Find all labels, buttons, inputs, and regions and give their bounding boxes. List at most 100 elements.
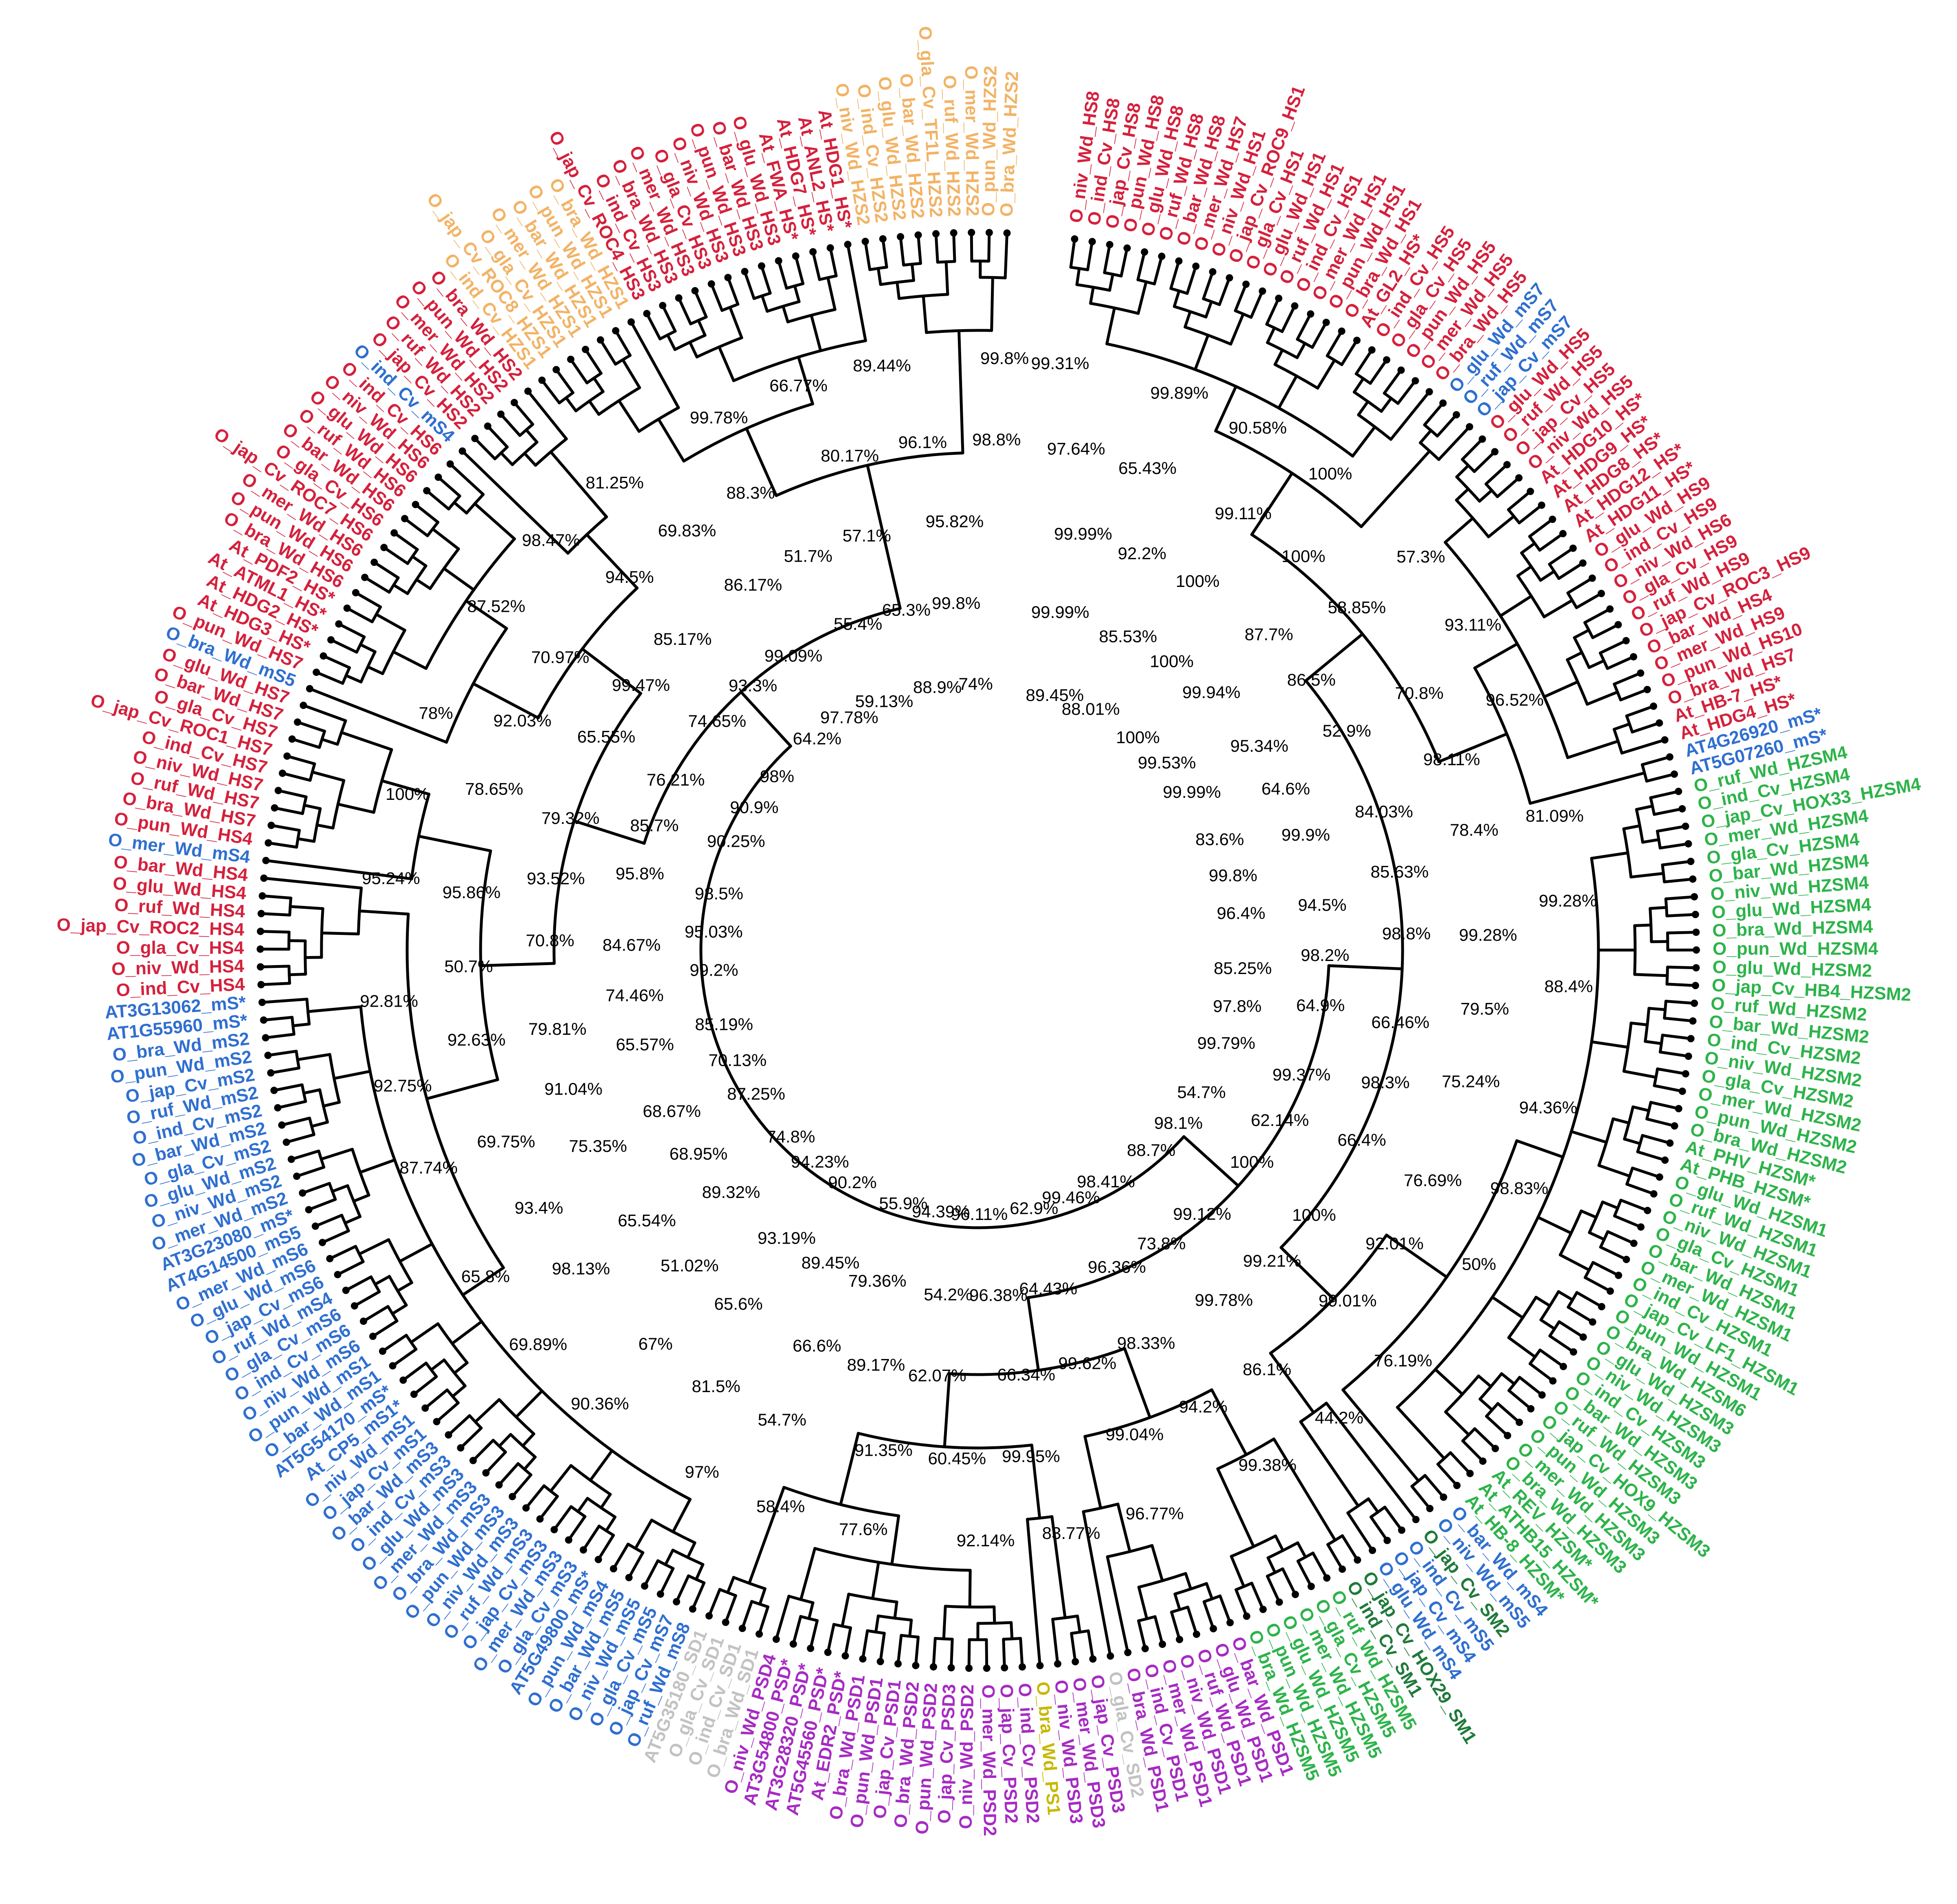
tree-branch	[1507, 1336, 1537, 1359]
tree-branch	[1173, 1592, 1181, 1611]
tip-node	[257, 928, 264, 935]
tree-branch	[1597, 1164, 1631, 1178]
tree-branch	[881, 237, 888, 269]
tip-node	[1466, 423, 1474, 431]
tree-branch	[896, 1634, 903, 1665]
tree-branch	[621, 358, 641, 389]
tree-branch	[497, 1462, 520, 1486]
tip-node	[1479, 1457, 1487, 1465]
support-value: 79.32%	[541, 808, 599, 828]
tree-branch	[1172, 289, 1181, 308]
support-value: 99.99%	[1031, 602, 1089, 622]
tip-node	[1615, 1271, 1622, 1279]
tip-node	[288, 735, 296, 743]
tree-branch	[1311, 321, 1328, 349]
support-value: 65.6%	[714, 1294, 763, 1313]
tip-node	[1691, 999, 1698, 1007]
support-value: 98.5%	[695, 884, 743, 903]
tip-node	[1637, 669, 1645, 677]
tree-branch	[285, 1133, 315, 1144]
tip-node	[1515, 474, 1523, 482]
tree-branch	[320, 738, 339, 746]
support-value: 51.7%	[784, 546, 832, 565]
tip-node	[433, 1418, 441, 1426]
tip-node	[930, 1663, 937, 1671]
tree-branch	[699, 744, 1186, 1229]
support-value: 98.33%	[1117, 1333, 1175, 1353]
leaf-label: O_mer_Wd_PSD2	[978, 1685, 1000, 1836]
tree-branch	[314, 1213, 344, 1228]
tree-branch	[553, 1505, 573, 1531]
support-value: 84.67%	[603, 935, 660, 954]
tree-branch	[266, 1049, 298, 1057]
tree-branch	[320, 931, 360, 936]
tree-branch	[809, 1619, 819, 1650]
tip-node	[1124, 1649, 1132, 1656]
tree-branch	[1103, 243, 1111, 274]
tree-branch	[262, 1016, 294, 1022]
tip-node	[1661, 736, 1669, 744]
support-value: 85.63%	[1370, 862, 1428, 881]
tip-node	[294, 718, 301, 726]
support-value: 99.28%	[1539, 891, 1597, 910]
support-value: 64.43%	[1019, 1279, 1077, 1298]
tip-node	[334, 1271, 341, 1278]
tip-node	[1478, 435, 1486, 443]
support-value: 98.3%	[1361, 1073, 1410, 1092]
tip-node	[1106, 1652, 1114, 1660]
support-value: 96.52%	[1486, 690, 1544, 709]
tree-branch	[451, 1384, 467, 1398]
tip-node	[1338, 328, 1345, 335]
tree-branch	[1137, 1585, 1148, 1621]
tree-branch	[371, 1320, 399, 1338]
tree-branch	[391, 1304, 408, 1315]
support-value: 57.1%	[842, 526, 891, 545]
tree-branch	[743, 270, 756, 300]
tree-branch	[1076, 1614, 1082, 1634]
tree-branch	[605, 1515, 617, 1532]
tip-node	[775, 257, 782, 265]
tip-node	[582, 345, 590, 353]
tree-branch	[1281, 304, 1297, 333]
tree-branch	[585, 533, 639, 590]
tree-branch	[1529, 771, 1646, 805]
tree-branch	[599, 338, 617, 366]
tip-node	[707, 280, 715, 288]
tree-branch	[1186, 265, 1197, 295]
support-value: 79.5%	[1461, 999, 1509, 1018]
support-value: 98.13%	[552, 1259, 610, 1278]
leaf-label: O_niv_Wd_PSD2	[956, 1684, 978, 1829]
tree-branch	[1437, 732, 1508, 763]
tree-branch	[1184, 1572, 1192, 1591]
tip-node	[1159, 1641, 1166, 1648]
tip-node	[758, 262, 765, 270]
tree-branch	[1663, 877, 1694, 883]
support-value: 54.7%	[758, 1410, 806, 1429]
support-value: 94.23%	[791, 1152, 849, 1171]
tip-node	[257, 945, 264, 953]
tip-node	[1691, 982, 1699, 990]
tip-node	[1630, 653, 1638, 661]
support-value: 99.8%	[1209, 866, 1257, 885]
tree-branch	[549, 450, 608, 518]
tip-node	[659, 302, 667, 310]
tree-branch	[1266, 326, 1276, 344]
tip-node	[1001, 1664, 1008, 1672]
support-value: 86.1%	[1243, 1359, 1291, 1379]
tree-branch	[582, 1524, 601, 1552]
tree-branch	[1570, 1130, 1608, 1144]
support-value: 64.2%	[793, 729, 841, 748]
tree-branch	[1613, 1214, 1642, 1229]
support-value: 93.52%	[527, 869, 585, 888]
tip-node	[643, 310, 651, 317]
tip-node	[1308, 1583, 1315, 1590]
support-value: 87.74%	[399, 1158, 457, 1177]
tree-branch	[1649, 790, 1680, 799]
tip-node	[1691, 893, 1698, 901]
tree-branch	[291, 1023, 311, 1027]
support-value: 65.57%	[616, 1035, 674, 1054]
tree-branch	[344, 1215, 362, 1224]
tree-branch	[1591, 1261, 1620, 1277]
support-value: 94.36%	[1519, 1098, 1577, 1117]
tree-branch	[344, 674, 363, 684]
